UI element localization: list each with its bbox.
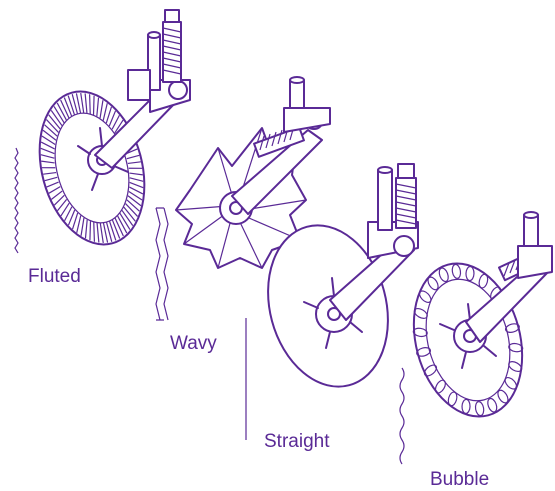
wavy-label: Wavy — [170, 333, 217, 355]
straight-label: Straight — [264, 431, 329, 453]
fluted-coulter — [15, 10, 190, 256]
bubble-coulter — [398, 212, 552, 464]
fluted-label: Fluted — [28, 266, 81, 288]
fluted-disc — [24, 80, 161, 257]
wavy-edge-profile — [156, 208, 168, 320]
bubble-label: Bubble — [430, 469, 489, 491]
fluted-edge-profile — [15, 148, 18, 253]
bubble-edge-profile — [400, 368, 404, 464]
